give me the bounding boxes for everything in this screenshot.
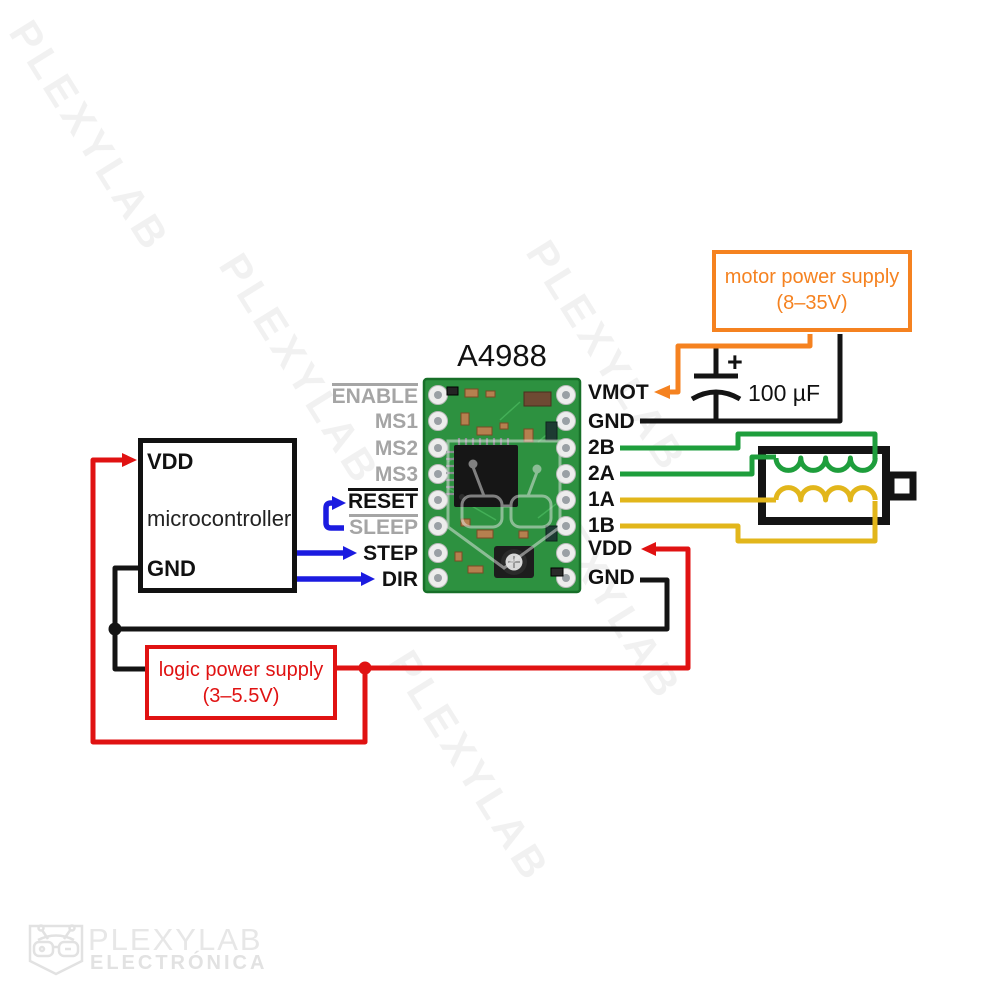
pin-label-step: STEP	[363, 542, 418, 565]
plexylab-logo-icon	[28, 924, 84, 976]
pin-label-gnd-top: GND	[588, 410, 635, 433]
motor-power-supply-box	[712, 250, 912, 332]
pin-label-vdd: VDD	[588, 537, 633, 560]
step-arrowhead	[343, 546, 357, 560]
wire-reset-sleep-jumper	[323, 500, 344, 531]
pin-label-2a: 2A	[588, 462, 615, 485]
coil2-winding	[773, 455, 878, 473]
reset-arrowhead	[332, 496, 346, 510]
pin-label-vmot: VMOT	[588, 381, 649, 404]
microcontroller-box	[138, 438, 297, 593]
dir-arrowhead	[361, 572, 375, 586]
pin-label-1b: 1B	[588, 514, 615, 537]
gnd-wires	[112, 334, 843, 672]
pin-label-ms2: MS2	[374, 437, 418, 460]
coil2-wires	[620, 431, 878, 477]
logic-power-supply-box	[145, 645, 337, 720]
pin-label-dir: DIR	[381, 568, 418, 591]
mcu-label: microcontroller	[147, 506, 292, 531]
logo-subtitle: ELECTRÓNICA	[90, 952, 268, 974]
board-title: A4988	[457, 338, 547, 373]
pin-label-enable: ENABLE	[331, 383, 418, 408]
vdd-junction-dot	[358, 661, 372, 675]
wire-mcu-gnd	[112, 565, 146, 672]
board-watermark-glasses	[446, 439, 562, 570]
pin-label-ms3: MS3	[374, 463, 418, 486]
logic-supply-line1: logic power supply	[158, 659, 324, 681]
motor-supply-line2: (8–35V)	[776, 292, 848, 314]
motor-supply-line1: motor power supply	[724, 266, 900, 288]
capacitor-polarity-plus: +	[727, 347, 743, 377]
vmot-wire	[654, 334, 813, 399]
pin-label-gnd-bottom: GND	[588, 566, 635, 589]
wire-2a	[620, 454, 776, 477]
a4988-board-image	[422, 377, 582, 594]
mcu-vdd-label: VDD	[147, 449, 194, 474]
logo-name: PLEXYLAB	[88, 922, 263, 957]
coil1-wires	[620, 485, 878, 544]
wire-1b	[620, 501, 878, 544]
capacitor-symbol	[690, 346, 742, 421]
pin-label-ms1: MS1	[374, 410, 418, 433]
wire-logic-to-mcu-vdd	[90, 457, 368, 745]
wire-2b	[620, 431, 878, 459]
driver-vdd-arrowhead	[641, 542, 656, 556]
driver-ic-chip	[446, 438, 518, 507]
mcu-vdd-arrowhead	[122, 453, 137, 467]
motor-supply-label: motor power supply (8–35V)	[712, 264, 912, 316]
pin-label-2b: 2B	[588, 436, 615, 459]
logic-supply-label: logic power supply (3–5.5V)	[145, 657, 337, 709]
mcu-gnd-label: GND	[147, 556, 196, 581]
logic-supply-line2: (3–5.5V)	[202, 685, 280, 707]
pin-label-reset: RESET	[347, 488, 418, 513]
coil1-winding	[773, 485, 878, 503]
motor-shaft	[887, 471, 917, 501]
pin-label-1a: 1A	[588, 488, 615, 511]
wire-motor-supply-gnd	[640, 334, 843, 424]
capacitor-value: 100 µF	[748, 380, 821, 406]
wire-logic-to-driver-vdd	[337, 546, 691, 671]
pin-label-sleep: SLEEP	[349, 514, 418, 539]
logic-signal-wires	[297, 500, 361, 582]
gnd-junction-dot	[108, 622, 122, 636]
wire-driver-gnd-bottom	[115, 577, 670, 632]
vmot-arrowhead	[654, 385, 670, 399]
vdd-wires	[90, 457, 691, 745]
